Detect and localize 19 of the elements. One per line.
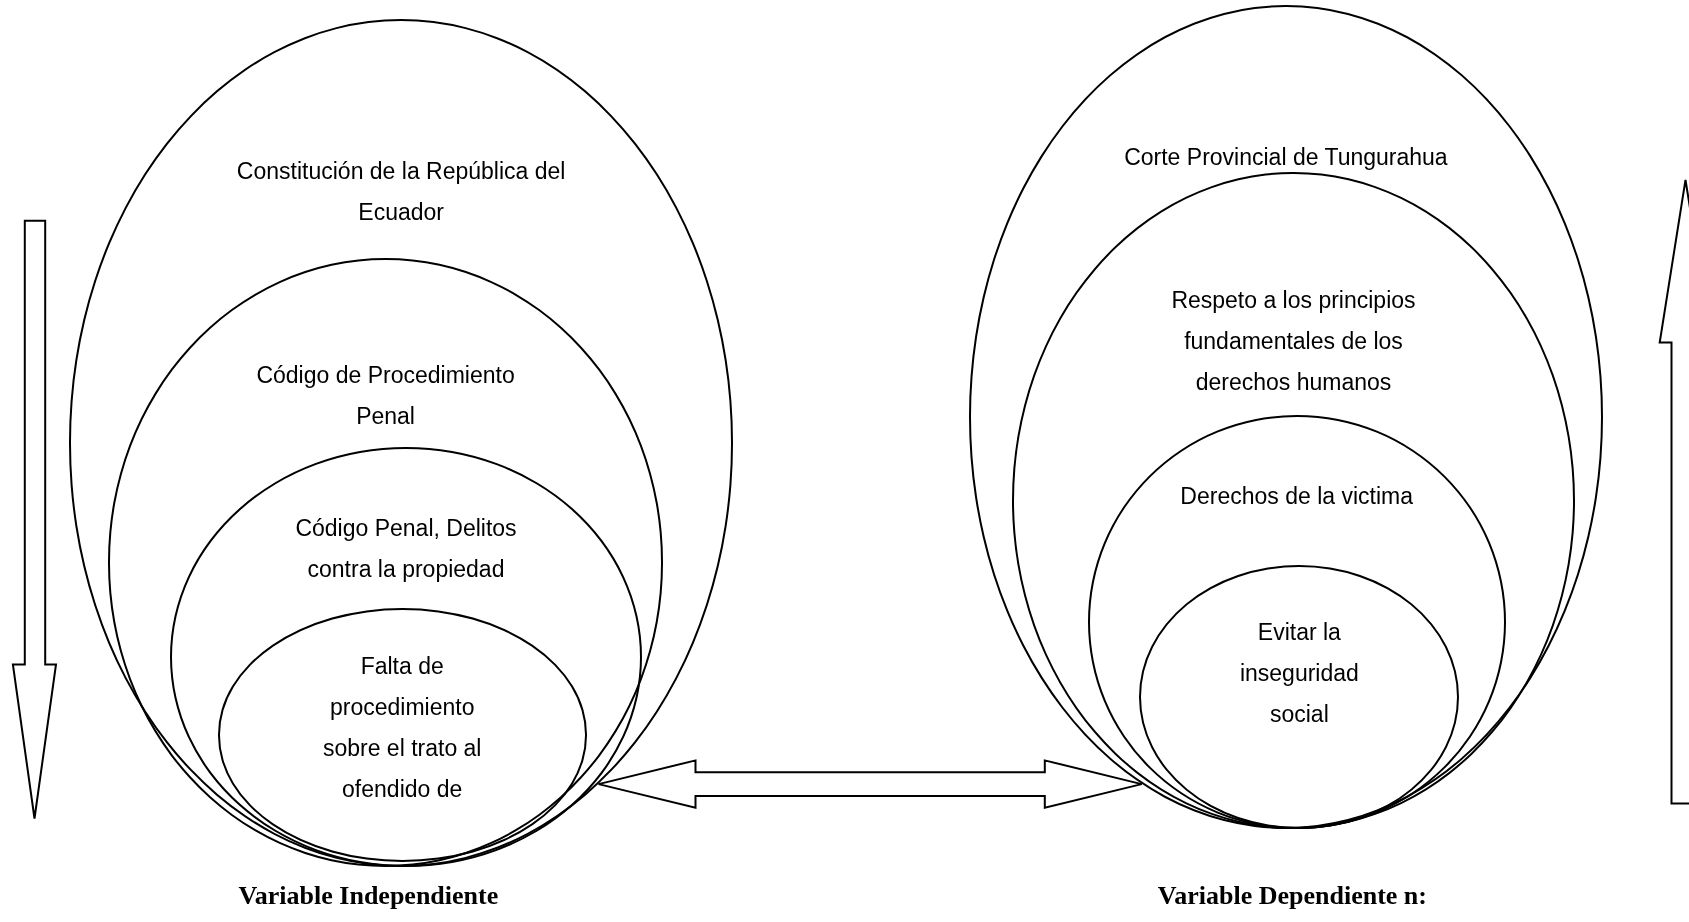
- ellipse-text: Respeto a los principios fundamentales de los derechos humanos: [1170, 286, 1417, 397]
- ellipse: [107, 258, 664, 867]
- ellipse-text: Código de Procedimiento Penal: [255, 361, 516, 432]
- ellipse: [217, 608, 587, 862]
- ellipse: [1087, 414, 1506, 830]
- ellipse: [68, 19, 734, 867]
- ellipse-text: Código Penal, Delitos contra la propiedad: [294, 514, 518, 585]
- double-arrow: [597, 759, 1143, 810]
- caption-label: Variable Dependiente n:: [1157, 881, 1427, 911]
- ellipse-text: Derechos de la victima: [1179, 482, 1414, 511]
- ellipse: [1139, 565, 1460, 830]
- ellipse-text: Constitución de la República del Ecuador: [235, 156, 567, 227]
- caption-label: Variable Independiente: [238, 881, 499, 911]
- ellipse-text: Falta de procedimiento sobre el trato al ofendido de: [321, 652, 483, 805]
- ellipse: [170, 446, 642, 867]
- ellipse: [1012, 172, 1575, 830]
- ellipse-text: Corte Provincial de Tungurahua: [1123, 142, 1449, 172]
- ellipse: [969, 5, 1603, 830]
- ellipse-text: Evitar la inseguridad social: [1238, 617, 1360, 729]
